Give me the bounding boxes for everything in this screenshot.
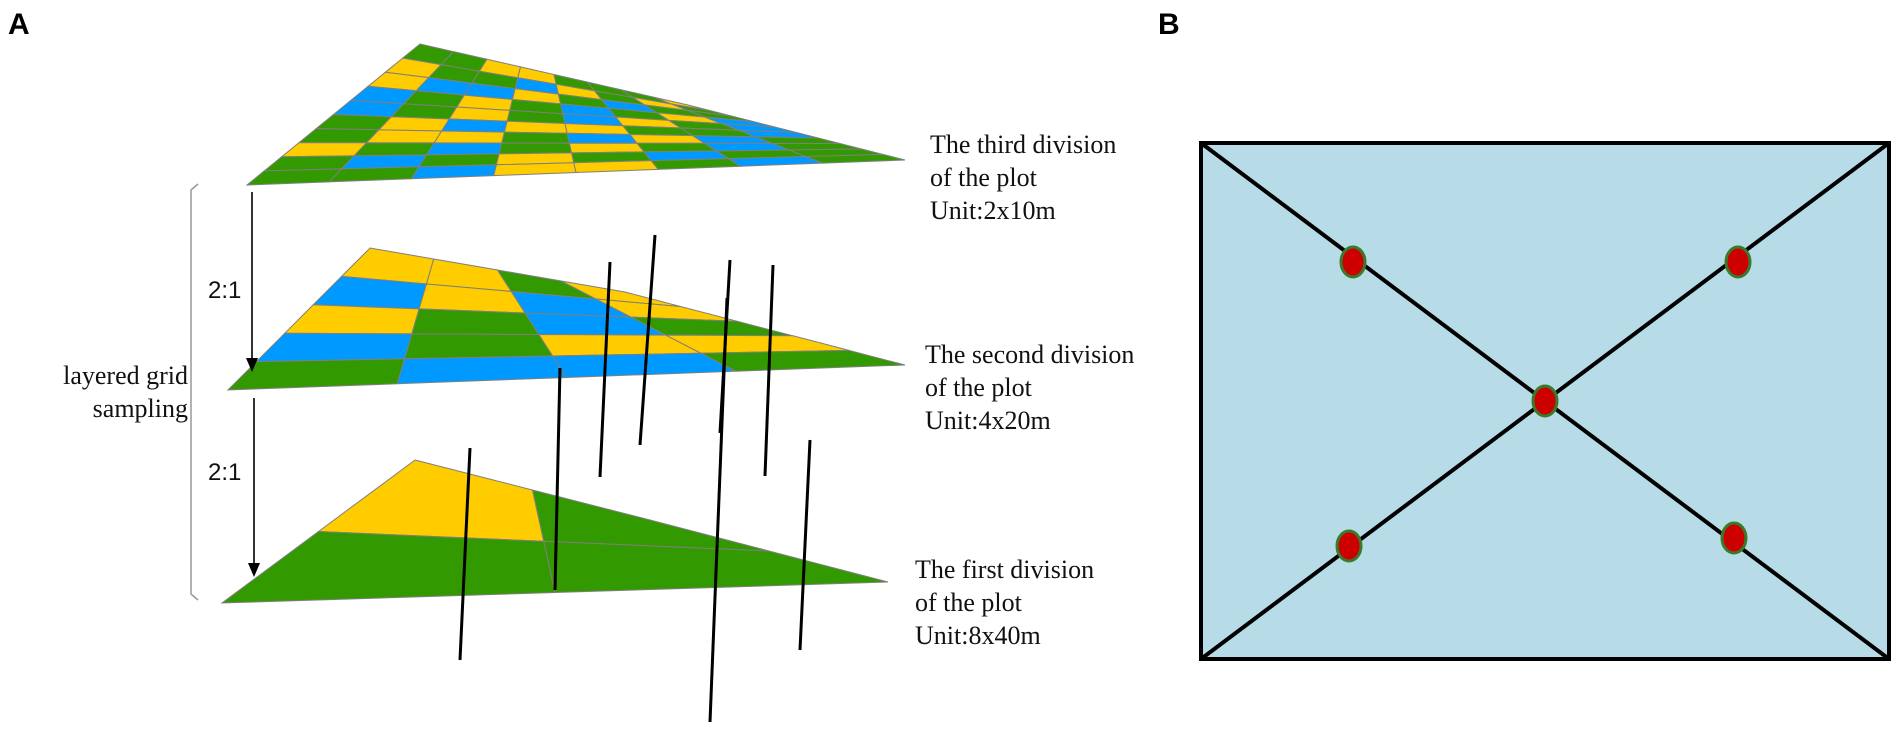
third-division-cell xyxy=(650,158,743,170)
second-division-cell xyxy=(255,332,413,363)
first-division-caption: The first division of the plot Unit:8x40… xyxy=(915,555,1094,650)
sampling-bracket xyxy=(190,183,199,601)
ratio-label-lower: 2:1 xyxy=(208,459,241,486)
second-division-subtitle: of the plot xyxy=(925,373,1033,402)
panel-b-letter: B xyxy=(1158,8,1180,41)
third-division-layer xyxy=(245,43,906,186)
first-division-cell xyxy=(220,530,556,604)
second-division-caption: The second division of the plot Unit:4x2… xyxy=(925,340,1134,435)
sampling-point xyxy=(1531,384,1559,418)
arrow-head-icon xyxy=(246,358,258,372)
first-division-cell xyxy=(317,459,545,542)
second-division-cell xyxy=(396,355,568,385)
connector-line xyxy=(598,261,612,478)
connector-line xyxy=(763,264,775,477)
third-division-cell xyxy=(566,132,639,144)
third-division-subtitle: of the plot xyxy=(930,163,1038,192)
third-division-cell xyxy=(297,128,381,144)
third-division-cell xyxy=(245,168,343,186)
third-division-cell xyxy=(425,142,503,156)
sampling-label-line2: sampling xyxy=(93,394,188,423)
third-division-cell xyxy=(377,116,451,132)
second-division-cell xyxy=(411,308,540,336)
arrow-head-icon xyxy=(248,563,260,577)
third-division-cell xyxy=(805,153,906,164)
sampling-point xyxy=(1720,521,1748,555)
third-division-cell xyxy=(440,118,508,133)
connector-line xyxy=(798,439,812,651)
ratio-arrows xyxy=(246,192,260,577)
third-division-cell xyxy=(493,162,577,177)
third-division-title: The third division xyxy=(930,130,1116,159)
first-division-title: The first division xyxy=(915,555,1094,584)
connector-line xyxy=(638,234,657,446)
second-division-layer xyxy=(226,247,906,391)
third-division-cell xyxy=(365,129,443,144)
panel-a-letter: A xyxy=(8,8,30,41)
connector-line xyxy=(553,367,562,591)
third-division-cell xyxy=(280,142,368,158)
first-division-unit: Unit:8x40m xyxy=(915,621,1041,650)
third-division-cell xyxy=(498,142,573,155)
first-division-subtitle: of the plot xyxy=(915,588,1023,617)
connector-line xyxy=(458,447,472,661)
second-division-cell xyxy=(403,333,554,360)
third-division-cell xyxy=(573,160,660,174)
layer-connector-lines xyxy=(458,234,812,723)
sampling-point xyxy=(1724,245,1752,279)
third-division-cell xyxy=(564,122,632,135)
ratio-label-upper: 2:1 xyxy=(208,277,241,304)
third-division-unit: Unit:2x10m xyxy=(930,196,1056,225)
third-division-cell xyxy=(433,130,506,144)
third-division-cell xyxy=(352,142,436,157)
second-division-unit: Unit:4x20m xyxy=(925,406,1051,435)
sampling-plot-diagram xyxy=(1199,141,1891,661)
third-division-cell xyxy=(568,142,646,154)
third-division-cell xyxy=(501,131,571,144)
second-division-title: The second division xyxy=(925,340,1134,369)
sampling-point xyxy=(1335,529,1363,563)
second-division-cell xyxy=(700,349,906,372)
third-division-cell xyxy=(314,113,393,131)
third-division-cell xyxy=(503,120,568,134)
sampling-point xyxy=(1339,245,1367,279)
third-division-caption: The third division of the plot Unit:2x10… xyxy=(930,130,1116,225)
third-division-cell xyxy=(410,164,498,180)
third-division-cell xyxy=(328,166,420,183)
second-division-cell xyxy=(283,304,420,335)
connector-line xyxy=(718,259,732,434)
sampling-label-line1: layered grid xyxy=(63,361,188,390)
